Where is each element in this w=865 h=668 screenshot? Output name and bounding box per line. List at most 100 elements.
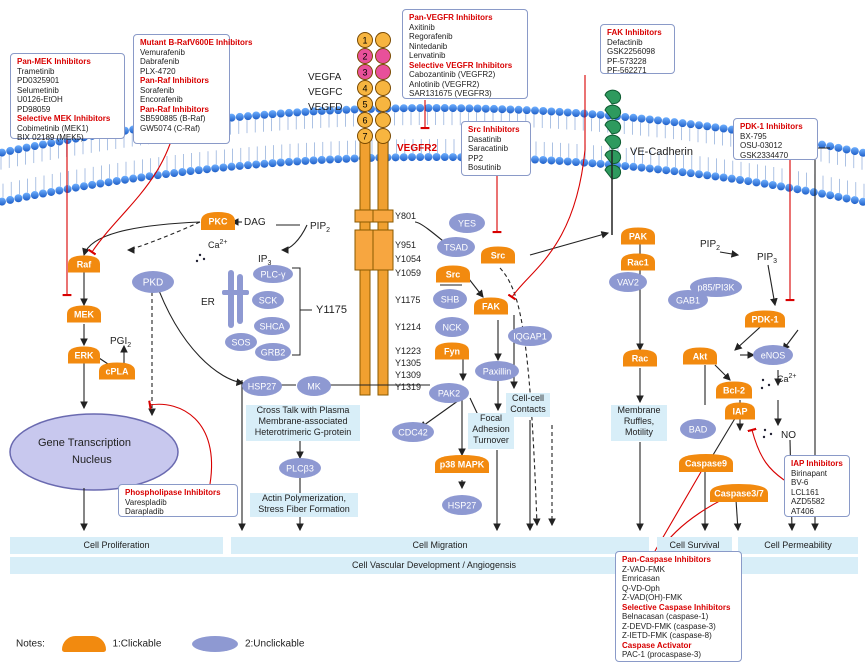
caspase-inhibitor-item[interactable]: Z-VAD(OH)-FMK xyxy=(622,593,683,602)
node-pdk1[interactable]: PDK-1 xyxy=(745,310,785,328)
node-fak[interactable]: FAK xyxy=(474,297,508,315)
caspase-inhibitor-item[interactable]: Z-IETD-FMK (caspase-8) xyxy=(622,631,712,640)
vegfr2-label: VEGFR2 xyxy=(397,143,438,154)
actin-line-2: Stress Fiber Formation xyxy=(258,504,350,514)
mek-inhibitor-item[interactable]: Selumetinib xyxy=(17,85,59,95)
node-erk[interactable]: ERK xyxy=(68,346,100,364)
actin-box: Actin Polymerization, Stress Fiber Forma… xyxy=(250,493,358,517)
iap-inhibitor-item[interactable]: Birinapant xyxy=(791,468,828,478)
node-casp37[interactable]: Caspase3/7 xyxy=(710,484,768,502)
fak-inhibitor-item[interactable]: PF-562271 xyxy=(607,66,647,75)
raf-inhibitor-item[interactable]: Encorafenib xyxy=(140,95,183,104)
iap-inhibitor-item[interactable]: LCL161 xyxy=(791,487,820,497)
node-p85: p85/PI3K xyxy=(690,277,742,297)
y1175-group-label: Y1175 xyxy=(316,304,347,316)
node-src1[interactable]: Src xyxy=(481,246,515,264)
node-rac[interactable]: Rac xyxy=(623,349,657,367)
node-fyn[interactable]: Fyn xyxy=(435,342,469,360)
legend-unclickable-swatch xyxy=(192,636,239,652)
mek-inhibitor-item[interactable]: PD0325901 xyxy=(17,76,60,85)
node-p38[interactable]: p38 MAPK xyxy=(435,455,489,473)
raf-inhibitor-item[interactable]: Vemurafenib xyxy=(140,47,185,57)
iap-inhibitor-item[interactable]: BV-6 xyxy=(791,478,809,487)
iap-inhibitor-item[interactable]: AZD5582 xyxy=(791,497,825,506)
crosstalk-line-3: Heterotrimeric G-protein xyxy=(254,427,352,437)
src-inhibitor-item[interactable]: Bosutinib xyxy=(468,163,501,172)
node-rac1[interactable]: Rac1 xyxy=(621,253,655,271)
mek-inhibitor-item[interactable]: Trametinib xyxy=(17,66,55,76)
raf-inhibitor-item[interactable]: SB590885 (B-Raf) xyxy=(140,114,206,123)
caspase-inhibitor-item[interactable]: Z-DEVD-FMK (caspase-3) xyxy=(622,621,716,631)
ruffles-box: Membrane Ruffles, Motility xyxy=(611,405,667,441)
vegf-domain-number: 2 xyxy=(362,52,367,62)
raf-inhibitor-item[interactable]: Sorafenib xyxy=(140,85,175,95)
vegfr-inhibitor-item[interactable]: Axitinib xyxy=(409,22,435,32)
pla-inhibitor-item[interactable]: Varespladib xyxy=(125,497,167,507)
fak-inhibitor-item[interactable]: GSK2256098 xyxy=(607,47,656,56)
residue-y801: Y801 xyxy=(395,211,417,221)
vegfr-inhibitor-item[interactable]: SAR131675 (VEGFR3) xyxy=(409,89,492,98)
mek-inhibitor-item[interactable]: PD98059 xyxy=(17,104,51,114)
caspase-inhibitor-item[interactable]: Belnacasan (caspase-1) xyxy=(622,612,709,621)
pdk1-inhibitor-item[interactable]: BX-795 xyxy=(740,131,767,141)
residue-y1054: Y1054 xyxy=(395,254,422,264)
caspase-inhibitor-item[interactable]: Q-VD-Oph xyxy=(622,583,660,593)
caspase-inhibitor-item[interactable]: Emricasan xyxy=(622,574,660,583)
node-pak[interactable]: PAK xyxy=(621,227,655,245)
er-label: ER xyxy=(201,297,215,308)
node-mek[interactable]: MEK xyxy=(67,305,101,323)
fak-inhibitor-item[interactable]: PF-573228 xyxy=(607,56,647,66)
node-sck-label: SCK xyxy=(259,296,278,306)
pdk1-inhibitor-item[interactable]: GSK2334470 xyxy=(740,150,789,160)
node-bcl2[interactable]: Bcl-2 xyxy=(716,381,752,399)
src-section-title: Src Inhibitors xyxy=(468,125,520,134)
node-casp9[interactable]: Caspase9 xyxy=(679,454,733,472)
vegfr-inhibitor-item[interactable]: Lenvatinib xyxy=(409,51,446,60)
iap-inhibitor-item[interactable]: AT406 xyxy=(791,506,814,516)
node-src2[interactable]: Src xyxy=(436,265,470,283)
node-cpla2[interactable]: cPLA xyxy=(99,362,135,380)
fak-inhibitor-item[interactable]: Defactinib xyxy=(607,37,643,47)
pla-inhibitor-item[interactable]: Darapladib xyxy=(125,507,164,516)
legend-unclickable-label: 2:Unclickable xyxy=(244,638,305,650)
node-plcg: PLC-γ xyxy=(253,265,293,283)
cell-contacts-box: Cell-cell Contacts xyxy=(506,393,550,417)
pdk1-inhibitor-item[interactable]: OSU-03012 xyxy=(740,141,783,150)
src-inhibitor-item[interactable]: Dasatinib xyxy=(468,134,502,144)
mek-inhibitor-item[interactable]: U0126-EtOH xyxy=(17,95,63,104)
node-akt[interactable]: Akt xyxy=(683,347,717,365)
src-inhibitor-item[interactable]: Saracatinib xyxy=(468,144,509,153)
node-pkc[interactable]: PKC xyxy=(201,212,235,230)
node-fak-label: FAK xyxy=(482,302,501,312)
cellcell-line-1: Cell-cell xyxy=(511,393,544,403)
node-iap[interactable]: IAP xyxy=(725,402,755,420)
caspase-inhibitor-item[interactable]: PAC-1 (procaspase-3) xyxy=(622,650,701,659)
mek-inhibitor-item[interactable]: BIX 02189 (MEK5) xyxy=(17,133,84,142)
mek-inhibitor-item[interactable]: Cobimetinib (MEK1) xyxy=(17,123,89,133)
raf-inhibitor-item[interactable]: PLX-4720 xyxy=(140,66,176,76)
vegfr-inhibitor-item[interactable]: Cabozantinib (VEGFR2) xyxy=(409,70,496,79)
node-pkc-label: PKC xyxy=(208,217,228,227)
vegfr-inhibitor-item[interactable]: Regorafenib xyxy=(409,32,453,41)
vegfr-inhibitor-item[interactable]: Nintedanib xyxy=(409,41,448,51)
node-raf[interactable]: Raf xyxy=(68,255,100,273)
vegfr-inhibitor-item[interactable]: Anlotinib (VEGFR2) xyxy=(409,79,480,89)
raf-inhibitor-item[interactable]: GW5074 (C-Raf) xyxy=(140,123,201,133)
pathway-nodes[interactable]: PKCRafMEKERKcPLAPKDPLC-γSCKSHCASOSGRB2HS… xyxy=(67,212,793,515)
node-cpla2-label: cPLA xyxy=(105,367,129,377)
node-pak2: PAK2 xyxy=(429,383,469,403)
caspase-inhibitor-item[interactable]: Z-VAD-FMK xyxy=(622,564,665,574)
ve-cadherin-label: VE-Cadherin xyxy=(630,146,693,158)
raf-inhibitor-item[interactable]: Dabrafenib xyxy=(140,57,180,66)
src-inhibitor-item[interactable]: PP2 xyxy=(468,153,484,163)
